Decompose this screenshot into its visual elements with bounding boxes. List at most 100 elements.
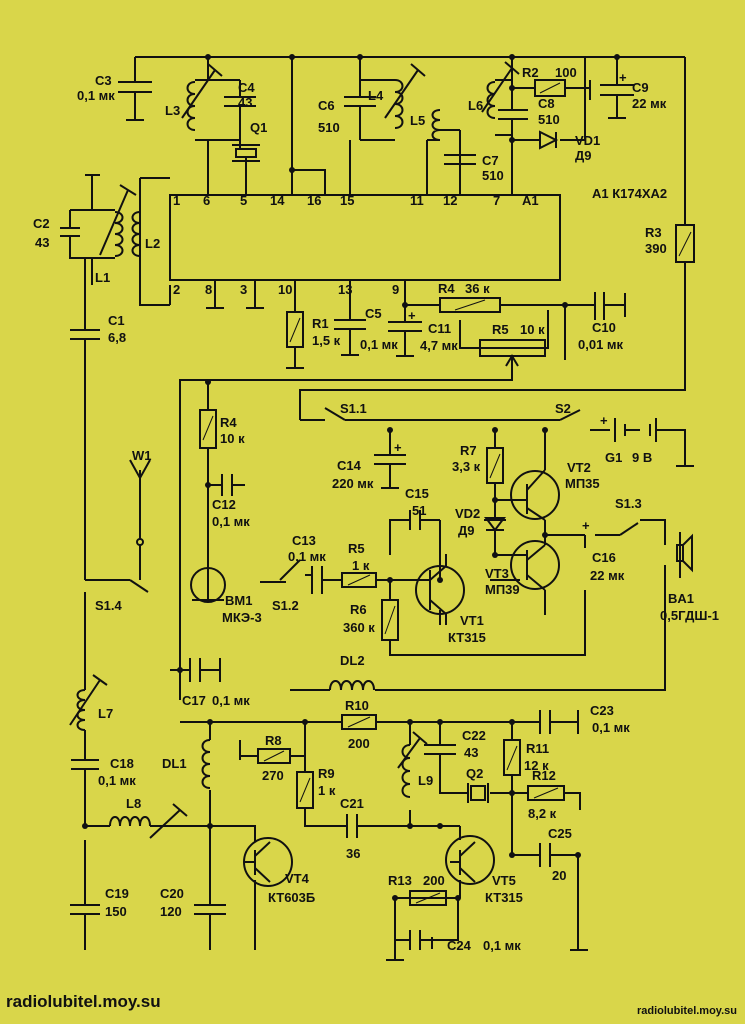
inductors [69, 61, 520, 839]
label-c6: C6 [318, 98, 335, 113]
label-r11v: 12 к [524, 758, 549, 773]
vt1-body [415, 565, 465, 615]
label-c5: C5 [365, 306, 382, 321]
bottom-capacitors [71, 759, 433, 949]
r5-body [341, 572, 377, 588]
crystals [232, 144, 489, 803]
label-vt1: VT1 [460, 613, 484, 628]
label-c21: C21 [340, 796, 364, 811]
q1-body [235, 148, 257, 158]
label-c9v: 22 мк [632, 96, 667, 111]
label-c13: C13 [292, 533, 316, 548]
l9-coil [401, 744, 411, 798]
label-r8v: 270 [262, 768, 284, 783]
pin-5: 5 [240, 193, 247, 208]
pin-9: 9 [392, 282, 399, 297]
pin-7: 7 [493, 193, 500, 208]
label-bm1v: МКЭ-3 [222, 610, 262, 625]
label-c13v: 0,1 мк [288, 549, 326, 564]
vd2-body [484, 517, 506, 532]
pin-14: 14 [270, 193, 285, 208]
label-c19v: 150 [105, 904, 127, 919]
label-c1v: 6,8 [108, 330, 126, 345]
label-c12: C12 [212, 497, 236, 512]
label-r5topv: 10 к [520, 322, 545, 337]
label-l4: L4 [368, 88, 384, 103]
label-r6v: 360 к [343, 620, 375, 635]
vt3-body [510, 540, 560, 590]
r11-body [503, 739, 521, 776]
label-vd2v: Д9 [458, 523, 475, 538]
label-vt5: VT5 [492, 873, 516, 888]
r8-body [257, 748, 291, 764]
q2-body [470, 785, 486, 801]
pin-13: 13 [338, 282, 352, 297]
label-c25v: 20 [552, 868, 566, 883]
label-c3v: 0,1 мк [77, 88, 115, 103]
label-g1v: 9 В [632, 450, 652, 465]
dl2-coil [329, 680, 375, 691]
label-r3: R3 [645, 225, 662, 240]
l1-coil [114, 211, 124, 257]
label-r13v: 200 [423, 873, 445, 888]
label-c16v: 22 мк [590, 568, 625, 583]
pin-8: 8 [205, 282, 212, 297]
label-r5v: 1 к [352, 558, 370, 573]
label-c7v: 510 [482, 168, 504, 183]
pin-16: 16 [307, 193, 321, 208]
label-ba1: BA1 [668, 591, 694, 606]
top-wiring [118, 56, 686, 420]
label-l7: L7 [98, 706, 113, 721]
junction-dots [82, 54, 620, 901]
label-vd2: VD2 [455, 506, 480, 521]
label-q1: Q1 [250, 120, 267, 135]
resistors [199, 79, 695, 906]
label-c20: C20 [160, 886, 184, 901]
l6-coil [486, 81, 496, 119]
label-c11: C11 [428, 321, 451, 336]
r4top-body [439, 297, 501, 313]
watermark-right: radiolubitel.moy.su [636, 1005, 737, 1017]
label-r11: R11 [526, 741, 549, 756]
r3-body [675, 224, 695, 263]
label-r9v: 1 к [318, 783, 336, 798]
label-vt1v: КТ315 [448, 630, 486, 645]
pin-10: 10 [278, 282, 292, 297]
pin-11: 11 [410, 193, 424, 208]
label-r8: R8 [265, 733, 282, 748]
label-w1: W1 [132, 448, 152, 463]
transistors [243, 469, 560, 887]
label-s13: S1.3 [615, 496, 642, 511]
label-c17v: 0,1 мк [212, 693, 250, 708]
label-r4top: R4 [438, 281, 455, 296]
label-l8: L8 [126, 796, 141, 811]
l7-coil [76, 640, 86, 760]
label-c15v: 51 [412, 503, 426, 518]
plus-g1: + [600, 413, 608, 428]
label-vt4: VT4 [285, 871, 310, 886]
label-c22: C22 [462, 728, 486, 743]
component-labels: C3 0,1 мк L3 C4 43 Q1 C6 510 L4 L5 L6 R2… [33, 65, 719, 953]
label-s12: S1.2 [272, 598, 299, 613]
label-c19: C19 [105, 886, 129, 901]
label-vd1: VD1 [575, 133, 600, 148]
label-r4: R4 [220, 415, 237, 430]
l3-coil [186, 81, 196, 131]
plus-c14: + [394, 440, 402, 455]
label-vd1v: Д9 [575, 148, 592, 163]
label-c22v: 43 [464, 745, 478, 760]
label-r12v: 8,2 к [528, 806, 557, 821]
label-c12v: 0,1 мк [212, 514, 250, 529]
label-c18: C18 [110, 756, 134, 771]
label-l1: L1 [95, 270, 110, 285]
vt5-body [445, 835, 495, 885]
label-r1: R1 [312, 316, 329, 331]
r12-body [527, 785, 565, 801]
label-c2v: 43 [35, 235, 49, 250]
pin-6: 6 [203, 193, 210, 208]
input-circuit [60, 174, 171, 580]
r9-body [296, 771, 314, 809]
r13-body [409, 890, 447, 906]
r1-body [286, 311, 304, 348]
